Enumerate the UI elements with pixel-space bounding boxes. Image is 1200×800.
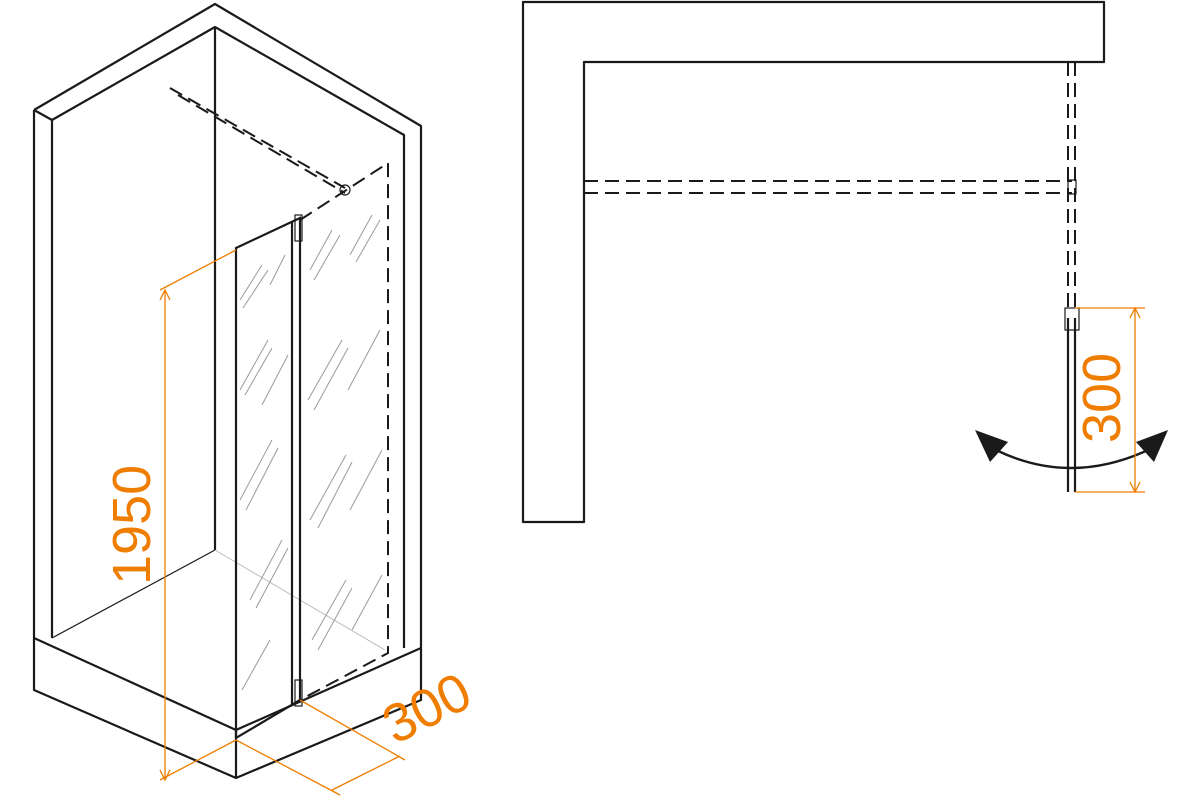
swing-arrow-right-head <box>1136 430 1168 462</box>
swing-arrow-left-head <box>975 430 1008 462</box>
plan-view: 300 <box>521 0 1168 524</box>
plan-door-panel <box>1064 307 1080 492</box>
plan-hinge <box>1064 307 1080 331</box>
plan-support-bar-dashed <box>584 179 1077 195</box>
hinged-glass-panel <box>234 214 303 740</box>
top-hinge <box>294 214 303 242</box>
support-bar-dashed <box>169 87 351 196</box>
plan-wall-outline <box>521 0 1106 524</box>
glass-reflections <box>239 214 383 691</box>
height-dimension: 1950 <box>102 249 237 782</box>
swing-arrow <box>975 430 1168 470</box>
fixed-panel-dashed <box>299 161 389 701</box>
width-dimension-plan: 300 <box>1072 306 1145 494</box>
width-dimension-iso: 300 <box>235 661 481 796</box>
plan-fixed-panel-dashed <box>1067 62 1076 310</box>
isometric-view: 1950 300 <box>32 2 481 796</box>
width-label-plan: 300 <box>1072 353 1132 443</box>
height-label: 1950 <box>102 465 162 585</box>
bottom-hinge <box>294 679 303 707</box>
wall-outline <box>32 2 423 780</box>
width-label-iso: 300 <box>373 661 481 755</box>
